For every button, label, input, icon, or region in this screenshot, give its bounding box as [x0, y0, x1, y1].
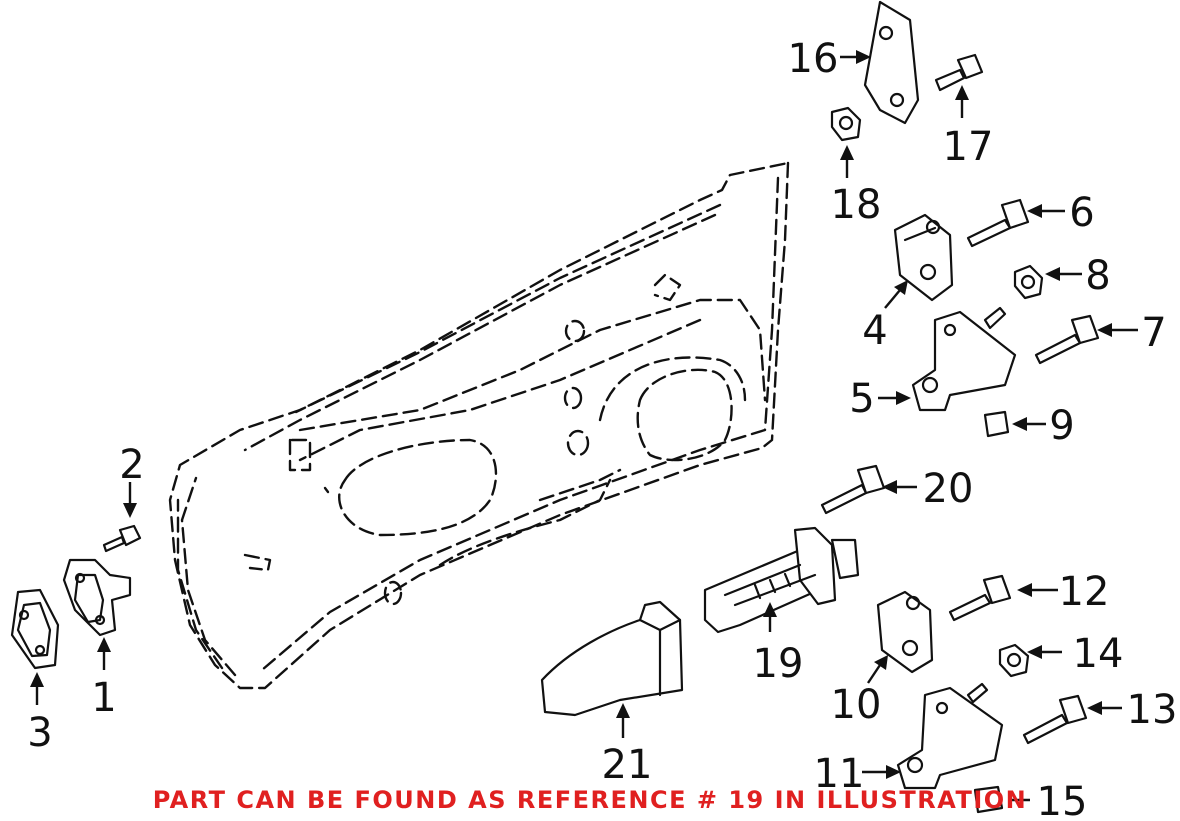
callout-18: 18 — [831, 182, 882, 228]
cover-part-16 — [863, 0, 920, 125]
callout-12: 12 — [1059, 569, 1110, 615]
nut-part-8 — [1013, 264, 1044, 300]
striker-part-1 — [62, 558, 132, 637]
callout-3: 3 — [27, 710, 52, 756]
cap-part-21 — [540, 600, 684, 717]
bolt-part-20 — [820, 464, 886, 515]
callout-6: 6 — [1069, 190, 1094, 236]
door-outline-icon — [168, 161, 790, 690]
bolt-part-6 — [966, 198, 1030, 248]
check-strap-part-19 — [703, 526, 860, 634]
callout-5: 5 — [849, 376, 874, 422]
nut-part-14 — [998, 643, 1030, 678]
hinge-part-11 — [896, 682, 1004, 790]
callout-9: 9 — [1049, 403, 1074, 449]
bolt-part-12 — [948, 574, 1012, 622]
bolt-part-13 — [1022, 694, 1088, 745]
callout-20: 20 — [923, 466, 974, 512]
callout-11: 11 — [814, 751, 865, 797]
bushing-part-9 — [983, 410, 1010, 438]
callout-15: 15 — [1037, 779, 1088, 821]
callout-19: 19 — [753, 641, 804, 687]
hinge-part-10 — [876, 590, 934, 674]
hinge-part-4 — [893, 213, 954, 302]
callout-arrows — [30, 50, 1138, 802]
callout-10: 10 — [831, 682, 882, 728]
bolt-part-7 — [1034, 314, 1100, 365]
reference-note: PART CAN BE FOUND AS REFERENCE # 19 IN I… — [153, 786, 1028, 814]
callout-1: 1 — [91, 675, 116, 721]
callout-21: 21 — [602, 742, 653, 788]
plate-part-3 — [10, 588, 60, 670]
bushing-part-15 — [973, 785, 1004, 814]
callout-4: 4 — [862, 308, 887, 354]
callout-8: 8 — [1085, 253, 1110, 299]
bolt-part-17 — [934, 53, 984, 92]
callout-14: 14 — [1073, 631, 1124, 677]
callout-16: 16 — [788, 36, 839, 82]
callout-13: 13 — [1127, 687, 1178, 733]
callout-2: 2 — [119, 442, 144, 488]
nut-part-18 — [830, 106, 862, 142]
screw-part-2 — [102, 524, 142, 553]
hinge-part-5 — [911, 306, 1017, 412]
callout-17: 17 — [943, 124, 994, 170]
callout-7: 7 — [1141, 310, 1166, 356]
